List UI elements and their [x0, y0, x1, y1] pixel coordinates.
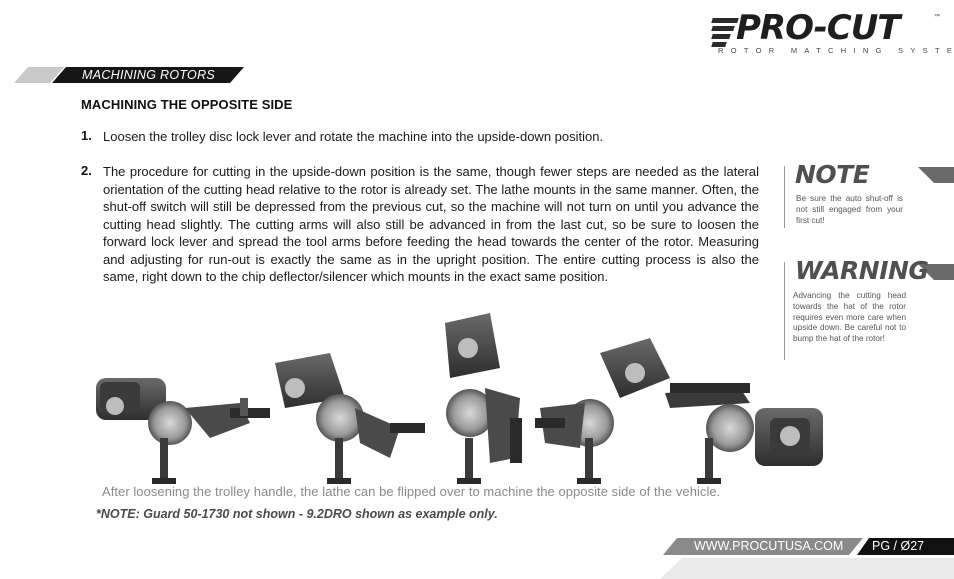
note-divider [784, 166, 785, 228]
step-text: The procedure for cutting in the upside-… [103, 164, 759, 284]
lathe-position-4 [535, 338, 670, 484]
step-number: 2. [81, 163, 92, 178]
note-title: NOTE [795, 160, 870, 189]
section-banner-label: MACHINING ROTORS [82, 68, 216, 82]
section-banner [52, 67, 244, 83]
lathe-position-2 [275, 353, 425, 484]
page-heading: MACHINING THE OPPOSITE SIDE [81, 97, 293, 112]
step-text: Loosen the trolley disc lock lever and r… [103, 129, 604, 144]
warning-divider [784, 262, 785, 360]
warning-title: WARNING [795, 256, 929, 285]
lathe-position-5 [665, 383, 823, 484]
footer-url-bar [663, 538, 863, 555]
lathe-position-3 [445, 313, 522, 484]
logo-tagline: ROTOR MATCHING SYSTEMS [718, 46, 954, 55]
logo-trademark: ™ [934, 14, 940, 20]
section-banner-accent [14, 67, 64, 83]
note-body: Be sure the auto shut-off is not still e… [796, 194, 903, 225]
footer-stripe [660, 558, 954, 579]
note-tab [918, 167, 954, 183]
warning-body: Advancing the cutting head towards the h… [793, 291, 906, 344]
logo-wordmark: PRO-CUT [736, 8, 900, 48]
footer-url-link[interactable]: WWW.PROCUTUSA.COM [694, 539, 844, 553]
page-number: PG / Ø27 [872, 539, 925, 553]
footnote: *NOTE: Guard 50-1730 not shown - 9.2DRO … [96, 507, 498, 521]
step-number: 1. [81, 128, 92, 143]
image-caption: After loosening the trolley handle, the … [102, 484, 721, 499]
pro-cut-logo: PRO-CUT ™ ROTOR MATCHING SYSTEMS [711, 8, 954, 58]
footer-page-bar [857, 538, 954, 555]
lathe-flip-sequence-image [90, 308, 830, 486]
lathe-position-1 [96, 378, 270, 484]
